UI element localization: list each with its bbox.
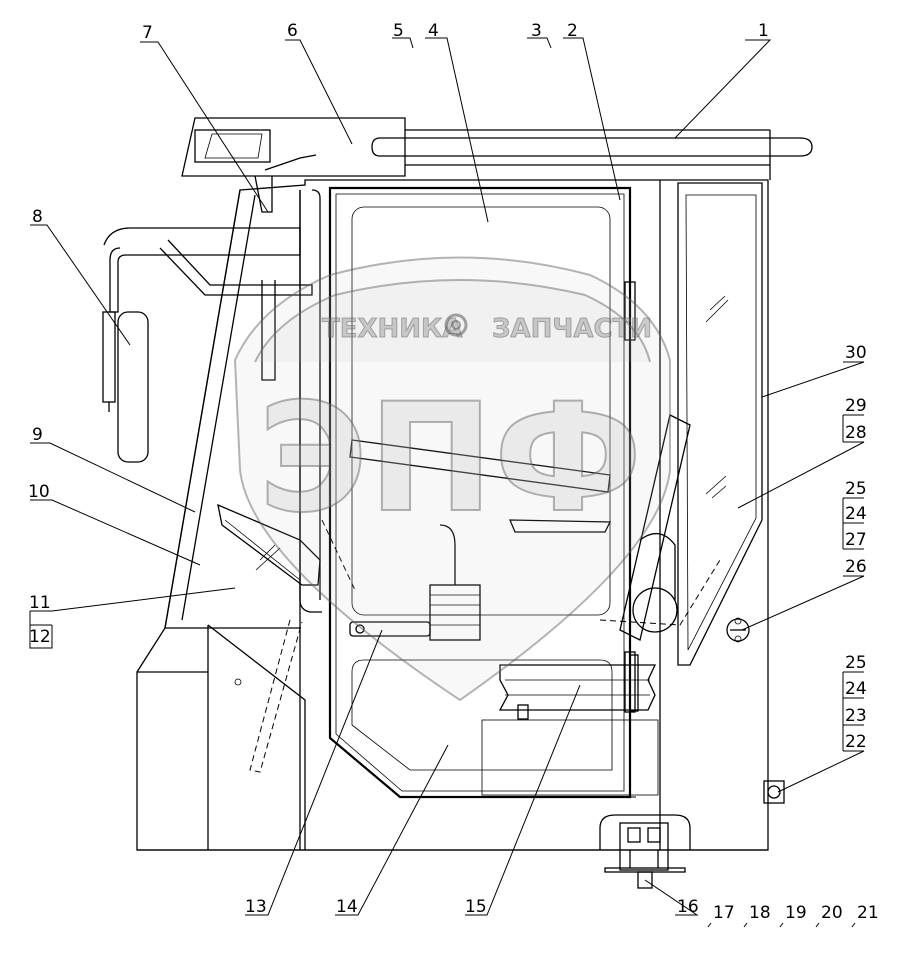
callout-3: 3 xyxy=(531,21,542,41)
watermark: ТЕХНИКА ЗАПЧАСТИ ЭПФ xyxy=(233,256,671,702)
callout-11: 11 xyxy=(29,593,51,613)
callout-16: 16 xyxy=(677,897,699,917)
front-area xyxy=(102,189,356,773)
callout-25-upper: 25 xyxy=(845,479,867,499)
callout-24-upper: 24 xyxy=(845,504,867,524)
callout-13: 13 xyxy=(245,897,267,917)
watermark-text-left: ТЕХНИКА xyxy=(322,314,462,344)
callout-9: 9 xyxy=(32,425,43,445)
watermark-text-right: ЗАПЧАСТИ xyxy=(492,314,652,344)
callout-28: 28 xyxy=(845,423,867,443)
callout-19: 19 xyxy=(785,903,807,923)
callout-30: 30 xyxy=(845,343,867,363)
grommet xyxy=(763,780,785,804)
callout-18: 18 xyxy=(749,903,771,923)
callout-21: 21 xyxy=(857,903,879,923)
callout-23: 23 xyxy=(845,706,867,726)
callout-10: 10 xyxy=(28,482,50,502)
callout-6: 6 xyxy=(287,21,298,41)
rear-window xyxy=(677,182,763,666)
callout-15: 15 xyxy=(465,897,487,917)
callout-1: 1 xyxy=(758,21,769,41)
bottom-mount xyxy=(599,814,691,889)
gear-icon xyxy=(444,313,468,337)
callout-17: 17 xyxy=(713,903,735,923)
controls xyxy=(349,414,721,798)
watermark-logo: ЭПФ xyxy=(258,372,642,546)
roof xyxy=(181,117,813,213)
callout-27: 27 xyxy=(845,530,867,550)
callout-5: 5 xyxy=(393,21,404,41)
leader-lines xyxy=(29,37,865,928)
callout-8: 8 xyxy=(32,207,43,227)
callout-25-lower: 25 xyxy=(845,653,867,673)
callout-20: 20 xyxy=(821,903,843,923)
callout-4: 4 xyxy=(428,21,439,41)
callout-24-lower: 24 xyxy=(845,679,867,699)
callout-14: 14 xyxy=(336,897,358,917)
callout-labels: 1 2 3 4 5 6 7 8 9 10 11 12 13 14 15 16 1… xyxy=(28,21,879,923)
callout-12: 12 xyxy=(29,627,51,647)
callout-2: 2 xyxy=(567,21,578,41)
callout-7: 7 xyxy=(142,23,153,43)
callout-26: 26 xyxy=(845,557,867,577)
callout-22: 22 xyxy=(845,732,867,752)
callout-29: 29 xyxy=(845,396,867,416)
